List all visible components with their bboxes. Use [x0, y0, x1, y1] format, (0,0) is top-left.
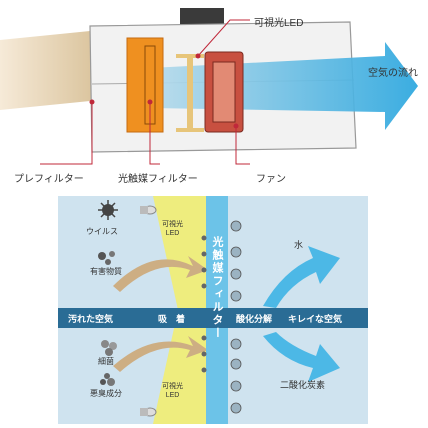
odor-label: 悪臭成分	[90, 389, 122, 398]
water-label: 水	[294, 240, 304, 250]
adsorb-arrow-top	[113, 256, 208, 292]
led-bulb-bottom	[140, 407, 157, 417]
led-label-bottom: 可視光 LED	[162, 383, 183, 399]
prefilter-leader-line	[40, 102, 93, 165]
odor-icon	[100, 373, 115, 386]
filter-vertical-label: 光触媒フィルター	[211, 236, 223, 340]
led-glow-top	[153, 196, 206, 310]
adsorb-arrow-bottom	[113, 336, 208, 372]
device-diagram	[0, 8, 418, 165]
led-bulb-top	[140, 205, 157, 215]
photocat-leader-line	[149, 102, 160, 165]
mechanism-diagram	[58, 196, 368, 424]
prefilter-label: プレフィルター	[14, 174, 84, 185]
led-glow-bottom	[153, 310, 206, 424]
harmful-label: 有害物質	[90, 267, 122, 276]
bacteria-label: 細菌	[98, 357, 114, 366]
mechanism-panel: ウイルス 有害物質 細菌 悪臭成分 可視光 LED 可視光 LED 水 二酸化炭…	[58, 196, 368, 424]
adsorbed-particles	[201, 235, 207, 373]
process-band	[58, 308, 368, 328]
led-bracket-bottom	[176, 128, 204, 132]
band-decompose: 酸化分解	[236, 314, 273, 324]
led-bracket	[187, 54, 193, 132]
virus-label: ウイルス	[86, 227, 118, 236]
led-bracket-top	[176, 54, 204, 58]
band-arrowhead	[358, 308, 368, 328]
band-clean-air: キレイな空気	[288, 314, 343, 324]
band-dirty-air: 汚れた空気	[68, 314, 114, 324]
water-arrow	[263, 246, 340, 308]
band-adsorb: 吸 着	[158, 314, 186, 324]
photocat-filter-label: 光触媒フィルター	[118, 174, 198, 185]
fan-leader-line	[235, 126, 250, 165]
device-mount	[180, 8, 224, 28]
co2-label: 二酸化炭素	[280, 380, 326, 390]
fan-label: ファン	[256, 174, 286, 185]
airflow-label: 空気の流れ	[368, 68, 418, 79]
co2-arrow	[263, 332, 340, 382]
led-label-top: 可視光 LED	[162, 221, 183, 237]
fan-inner	[212, 61, 236, 123]
incoming-air	[0, 30, 100, 110]
bacteria-icon	[101, 340, 117, 356]
oxygen-molecules	[230, 220, 242, 414]
led-leader-line	[197, 19, 250, 57]
harmful-icon	[98, 251, 115, 265]
virus-icon	[98, 200, 118, 220]
led-label: 可視光LED	[254, 18, 304, 29]
